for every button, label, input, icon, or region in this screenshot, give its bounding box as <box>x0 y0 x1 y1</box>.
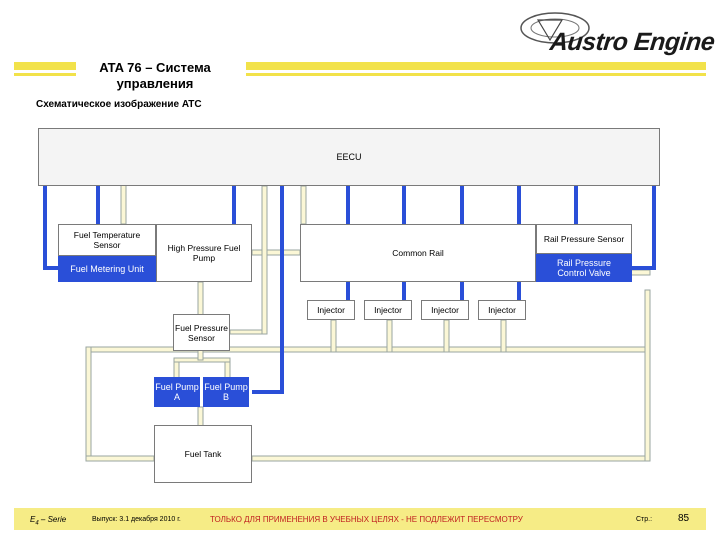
fuel-metering-unit: Fuel Metering Unit <box>58 256 156 282</box>
fuel-temperature-sensor: Fuel Temperature Sensor <box>58 224 156 256</box>
footer-page-label: Стр.: <box>636 516 653 523</box>
injector-3: Injector <box>421 300 469 320</box>
header-stripe-left-2 <box>14 73 76 76</box>
diagram-subtitle: Схематическое изображение ATC <box>36 99 202 110</box>
common-rail: Common Rail <box>300 224 536 282</box>
fuel-metering-unit-label: Fuel Metering Unit <box>70 264 144 274</box>
footer-page-number: 85 <box>678 513 690 524</box>
footer-serie-sub: 4 <box>35 520 39 527</box>
rail-pressure-sensor: Rail Pressure Sensor <box>536 224 632 254</box>
fuel-pump-b-label: Fuel Pump B <box>204 382 248 402</box>
fuel-pressure-sensor: Fuel Pressure Sensor <box>173 314 230 351</box>
fuel-temperature-sensor-label: Fuel Temperature Sensor <box>73 230 141 250</box>
page-title-line2: управления <box>116 76 194 91</box>
header-stripe-right-2 <box>246 73 706 76</box>
page-title: ATA 76 – Система управления <box>75 60 235 92</box>
fuel-pump-a: Fuel Pump A <box>154 377 200 407</box>
common-rail-label: Common Rail <box>392 248 444 258</box>
footer-warning: ТОЛЬКО ДЛЯ ПРИМЕНЕНИЯ В УЧЕБНЫХ ЦЕЛЯХ - … <box>210 515 523 524</box>
rail-pressure-sensor-label: Rail Pressure Sensor <box>543 234 625 244</box>
footer-issue: Выпуск: 3.1 декабря 2010 г. <box>92 516 181 523</box>
injector-label: Injector <box>431 305 459 315</box>
rail-pressure-control-valve: Rail Pressure Control Valve <box>536 254 632 282</box>
injector-label: Injector <box>488 305 516 315</box>
page-title-line1: ATA 76 – Система <box>99 60 211 75</box>
injector-4: Injector <box>478 300 526 320</box>
fuel-pressure-sensor-label: Fuel Pressure Sensor <box>175 322 228 343</box>
fuel-pump-b: Fuel Pump B <box>203 377 249 407</box>
fuel-tank-label: Fuel Tank <box>184 449 222 459</box>
footer-serie-prefix: E <box>30 515 36 524</box>
rail-pressure-control-valve-label: Rail Pressure Control Valve <box>556 258 612 278</box>
fuel-tank: Fuel Tank <box>154 425 252 483</box>
injector-label: Injector <box>317 305 345 315</box>
austro-engine-logo-icon <box>520 12 590 44</box>
eecu-box: EECU <box>38 128 660 186</box>
footer-serie: E4 – Serie <box>30 515 66 527</box>
eecu-label: EECU <box>336 152 362 162</box>
footer-stripe <box>14 508 706 530</box>
injector-2: Injector <box>364 300 412 320</box>
footer-serie-suffix: – Serie <box>38 515 67 524</box>
header-stripe-left <box>14 62 76 70</box>
fuel-pump-a-label: Fuel Pump A <box>155 382 199 402</box>
header-stripe-right <box>246 62 706 70</box>
high-pressure-fuel-pump: High Pressure Fuel Pump <box>156 224 252 282</box>
high-pressure-fuel-pump-label: High Pressure Fuel Pump <box>167 243 241 263</box>
injector-label: Injector <box>374 305 402 315</box>
injector-1: Injector <box>307 300 355 320</box>
